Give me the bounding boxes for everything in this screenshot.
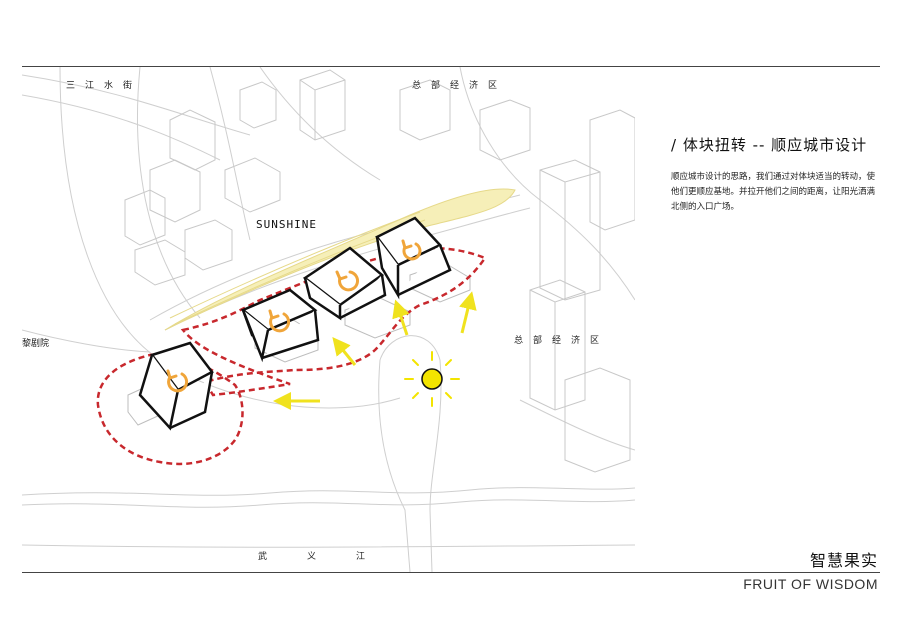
bottom-rule [22,572,880,573]
label-sanjiang-street: 三江水街 [66,81,143,91]
top-rule [22,66,880,67]
rotate-arrow-icon [166,239,422,393]
panel-description: 顺应城市设计的思路，我们通过对体块适当的转动，使他们更顺应基地。并拉开他们之间的… [671,172,876,212]
massing-block-1 [138,341,214,431]
panel-title: / 体块扭转 -- 顺应城市设计 [671,136,868,154]
brand-title-en: FRUIT OF WISDOM [743,576,878,592]
label-wuyi-river: 武义江 [258,552,406,562]
context-buildings [124,69,635,473]
direction-arrow-icon [273,291,477,410]
massing-block-2 [240,288,320,363]
label-sunshine: SUNSHINE [256,218,317,231]
label-hq-district-right: 总部经济区 [514,336,610,346]
label-theatre: 黎剧院 [22,339,50,349]
massing-block-4 [375,216,452,300]
road-lines [22,67,635,572]
brand-title-cn: 智慧果实 [809,551,878,570]
site-boundary-west [96,352,244,466]
green-belt [164,188,516,331]
sun-icon [404,351,460,407]
label-hq-district-top: 总部经济区 [412,81,508,91]
